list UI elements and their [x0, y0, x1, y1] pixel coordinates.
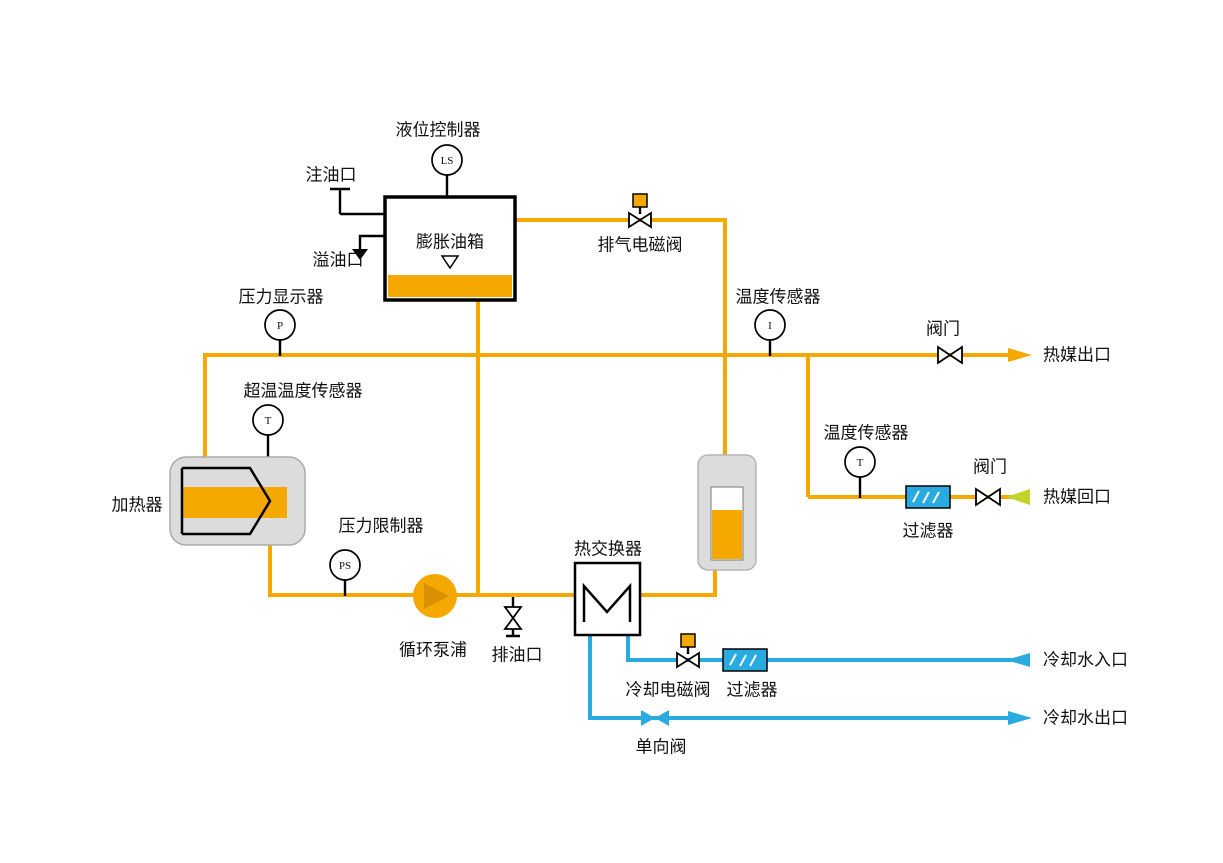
heat-medium-outlet-arrow	[1008, 348, 1032, 362]
outlet-temperature-sensor: I 温度传感器	[736, 288, 821, 341]
oil-fill-port-label: 注油口	[306, 166, 357, 185]
oil-overflow-funnel-icon	[352, 249, 368, 260]
outlet-valve-right-icon	[948, 345, 963, 365]
return-filter-label: 过滤器	[903, 522, 954, 541]
pressure-display-tag: P	[277, 320, 283, 332]
pressure-display: P 压力显示器	[239, 288, 324, 341]
return-filter-mesh-icon	[912, 490, 940, 504]
oil-fill-port-line	[330, 187, 386, 216]
heat-medium-return-arrow	[1006, 489, 1030, 505]
pipe-cooling-outlet	[588, 632, 1008, 720]
return-temperature-sensor: T 温度传感器	[824, 424, 909, 478]
pipe-heater-loop	[268, 538, 717, 597]
heater: 加热器	[112, 456, 306, 546]
cooling-outlet-arrow	[1008, 711, 1032, 725]
heat-medium-return-label: 热媒回口	[1043, 488, 1111, 507]
return-valve-right-icon	[986, 487, 1001, 507]
exhaust-solenoid-coil-icon	[632, 193, 648, 208]
pressure-limiter-label: 压力限制器	[339, 517, 424, 536]
level-controller: LS 液位控制器	[396, 121, 481, 176]
cooling-filter-body	[722, 648, 768, 672]
oil-drain-stem	[506, 597, 520, 638]
heater-element-icon	[180, 466, 272, 536]
check-valve: 单向阀	[636, 710, 687, 757]
level-controller-circle	[431, 144, 463, 176]
check-valve-label: 单向阀	[636, 738, 687, 757]
cooling-water-inlet-label: 冷却水入口	[1043, 651, 1128, 670]
drain-valve-top-icon	[503, 606, 523, 620]
pressure-limiter-circle	[329, 549, 361, 581]
outlet-valve-left-icon	[937, 345, 952, 365]
return-filter: 过滤器	[903, 485, 954, 541]
heat-medium-outlet-label: 热媒出口	[1043, 346, 1111, 365]
check-valve-left-icon	[641, 710, 655, 726]
return-valve-label: 阀门	[973, 458, 1007, 477]
expansion-tank-oil-level	[388, 275, 512, 297]
outlet-temp-sensor-tag: I	[768, 320, 772, 332]
oil-level-mark-icon	[440, 255, 460, 270]
oil-overflow-line	[358, 234, 386, 249]
oil-drain-port: 排油口	[492, 597, 543, 665]
cooling-valve-right-icon	[686, 651, 700, 669]
cooling-inlet-arrow	[1006, 653, 1030, 667]
overtemp-sensor: T 超温温度传感器	[244, 382, 363, 436]
vessel-oil-level	[712, 510, 742, 559]
pump-impeller-icon	[424, 583, 449, 609]
pressure-display-circle	[264, 309, 296, 341]
return-filter-body	[905, 485, 951, 509]
cooling-water-outlet-label: 冷却水出口	[1043, 709, 1128, 728]
outlet-temp-sensor-label: 温度传感器	[736, 288, 821, 307]
heat-exchanger-label: 热交换器	[574, 540, 642, 559]
outlet-temp-sensor-circle	[754, 309, 786, 341]
return-valve: 阀门	[973, 458, 1007, 507]
heater-label: 加热器	[112, 496, 163, 515]
exhaust-valve-right-icon	[638, 211, 652, 229]
overtemp-sensor-label: 超温温度传感器	[244, 382, 363, 401]
cooling-filter-label: 过滤器	[727, 681, 778, 700]
heat-exchanger: 热交换器	[573, 540, 642, 637]
return-temp-sensor-label: 温度传感器	[824, 424, 909, 443]
pressure-limiter-tag: PS	[339, 560, 351, 572]
overtemp-sensor-tag: T	[265, 415, 272, 427]
return-valve-left-icon	[975, 487, 990, 507]
heater-oil-chamber	[183, 487, 287, 518]
check-valve-right-icon	[655, 710, 669, 726]
circulation-pump-label: 循环泵浦	[399, 641, 467, 660]
pressure-limiter: PS 压力限制器	[329, 517, 424, 581]
drain-valve-bottom-icon	[503, 616, 523, 630]
level-controller-tag: LS	[441, 155, 454, 167]
return-temp-sensor-tag: T	[857, 457, 864, 469]
pressure-display-label: 压力显示器	[239, 288, 324, 307]
separator-vessel	[697, 454, 757, 571]
cooling-solenoid-coil-icon	[680, 633, 696, 648]
return-temp-sensor-circle	[844, 446, 876, 478]
exhaust-valve-left-icon	[628, 211, 642, 229]
cooling-valve-left-icon	[676, 651, 690, 669]
pipe-cooling-inlet	[626, 632, 1030, 662]
exhaust-solenoid-valve: 排气电磁阀	[598, 193, 683, 255]
oil-overflow-port-label: 溢油口	[313, 251, 364, 270]
outlet-valve-label: 阀门	[926, 320, 960, 339]
cooling-filter: 过滤器	[722, 648, 778, 700]
oil-drain-port-label: 排油口	[492, 646, 543, 665]
exhaust-solenoid-valve-label: 排气电磁阀	[598, 236, 683, 255]
heat-exchanger-plates-icon	[582, 582, 632, 622]
cooling-filter-mesh-icon	[729, 653, 757, 667]
circulation-pump: 循环泵浦	[399, 574, 467, 660]
level-controller-label: 液位控制器	[396, 121, 481, 140]
outlet-valve: 阀门	[926, 320, 963, 365]
expansion-tank-label: 膨胀油箱	[416, 233, 484, 252]
cooling-solenoid-valve: 冷却电磁阀	[626, 633, 711, 700]
cooling-solenoid-valve-label: 冷却电磁阀	[626, 681, 711, 700]
expansion-tank: 膨胀油箱	[383, 195, 517, 302]
overtemp-sensor-circle	[252, 404, 284, 436]
